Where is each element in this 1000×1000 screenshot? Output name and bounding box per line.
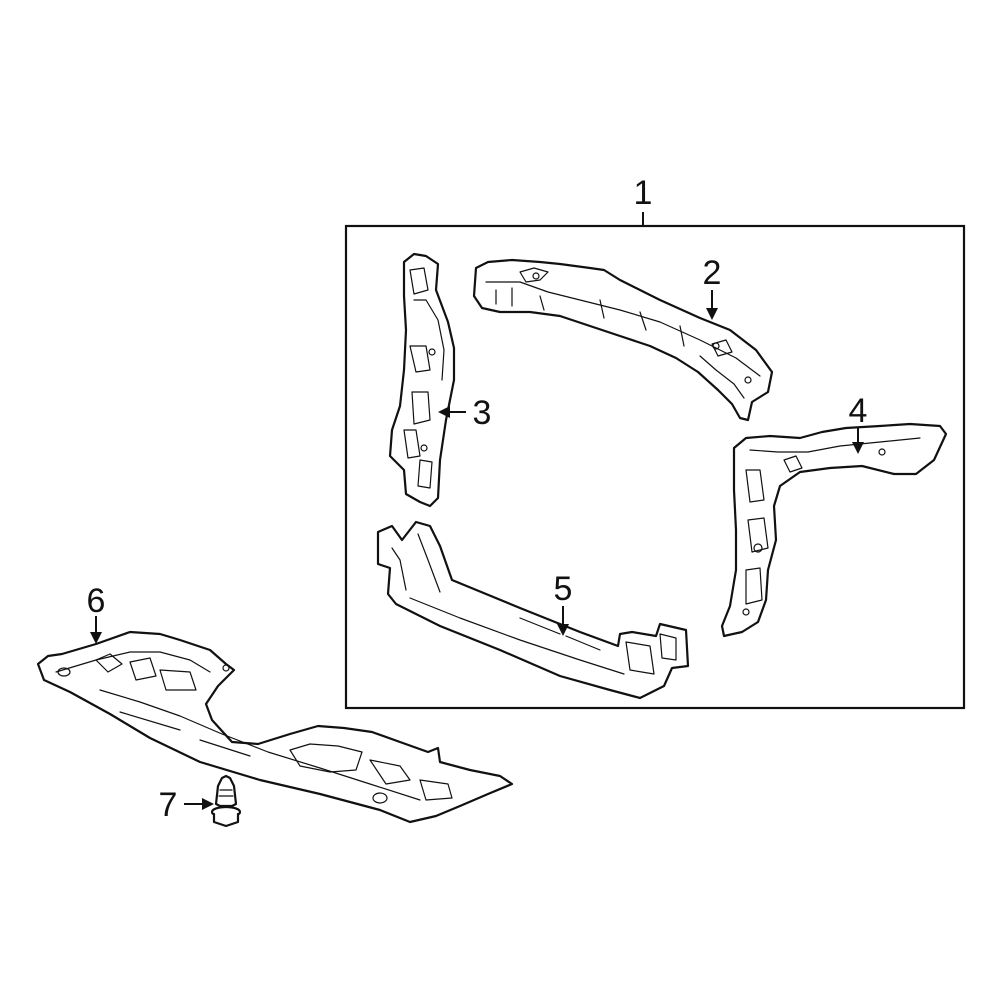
- callout-3-arrowhead: [438, 406, 450, 418]
- part-5-lower-support: [376, 520, 690, 700]
- assembly-group-frame: [344, 224, 966, 710]
- callout-1-label: 1: [634, 174, 653, 212]
- callout-6-label: 6: [87, 582, 106, 620]
- callout-7-arrowhead: [202, 798, 214, 810]
- callout-4-arrowhead: [852, 442, 864, 454]
- part-2-upper-support: [472, 258, 774, 422]
- callout-5-label: 5: [554, 570, 573, 608]
- part-3-side-support: [388, 252, 456, 508]
- part-7-push-clip: [210, 774, 242, 828]
- callout-4-label: 4: [849, 392, 868, 430]
- callout-2-arrowhead: [706, 308, 718, 320]
- callout-5-arrowhead: [557, 624, 569, 636]
- part-4-side-member: [720, 422, 948, 638]
- callout-7-label: 7: [159, 786, 178, 824]
- callout-6-arrowhead: [90, 632, 102, 644]
- part-6-splash-shield: [36, 630, 514, 824]
- callout-2-label: 2: [703, 254, 722, 292]
- callout-3-label: 3: [473, 394, 492, 432]
